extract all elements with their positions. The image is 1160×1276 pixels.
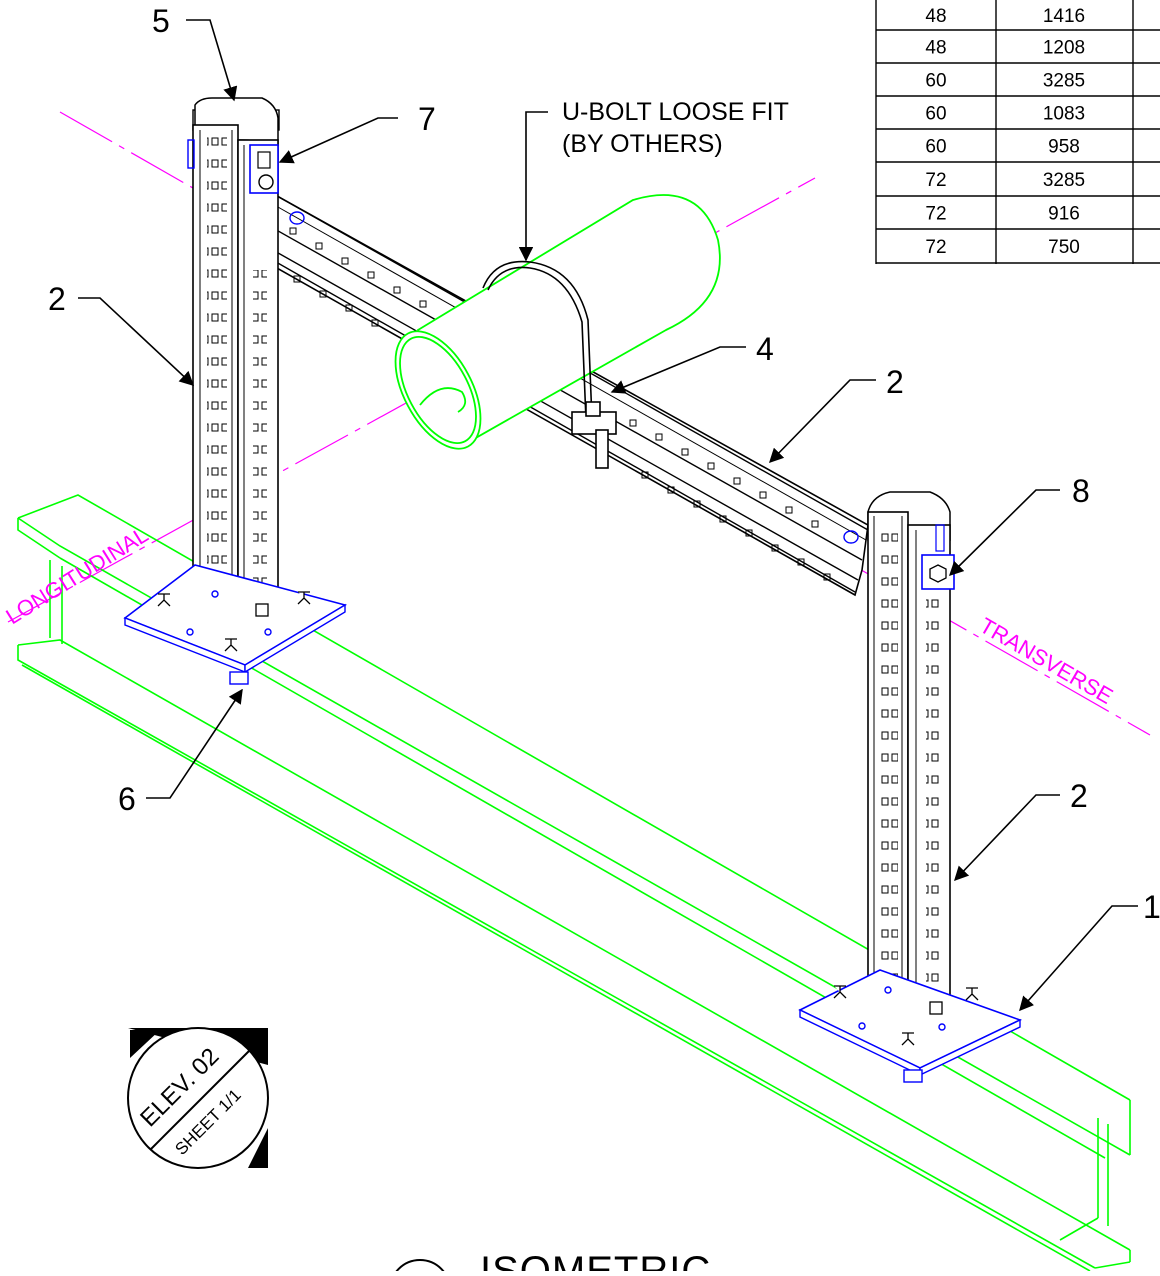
table-cell-value: 3285	[1043, 71, 1085, 92]
table-cell-size: 60	[925, 137, 946, 158]
i-beam	[17, 494, 1131, 1272]
title-marker-circle	[392, 1259, 448, 1276]
callout-2-strut: 2	[886, 364, 904, 400]
left-post	[187, 97, 280, 621]
table-cell-value: 958	[1048, 137, 1080, 158]
table-cell-size: 60	[925, 71, 946, 92]
table-cell-value: 916	[1048, 204, 1080, 225]
table-cell-size: 72	[925, 237, 946, 258]
elevation-stamp: ELEV. 02 SHEET 1/1	[127, 1027, 269, 1169]
leader-lines	[78, 19, 1138, 1012]
table-cell-size: 48	[925, 38, 946, 59]
table-cell-size: 48	[925, 6, 946, 27]
left-base-plate	[123, 564, 348, 685]
table-cell-value: 1083	[1043, 104, 1085, 125]
callout-2-right: 2	[1070, 778, 1088, 814]
u-bolt	[482, 260, 617, 469]
table-cell-size: 72	[925, 204, 946, 225]
table-cell-size: 72	[925, 170, 946, 191]
callout-6: 6	[118, 781, 136, 817]
dimension-table: 48 1416 48 1208 60 3285 60 1083 60 958 72 3285 72 916…	[875, 0, 1160, 264]
table-cell-size: 60	[925, 104, 946, 125]
ubolt-note-line1: U-BOLT LOOSE FIT	[562, 98, 789, 126]
callout-1: 1	[1143, 889, 1160, 925]
table-cell-value: 1416	[1043, 6, 1085, 27]
callout-2-left: 2	[48, 281, 66, 317]
table-cell-value: 3285	[1043, 170, 1085, 191]
right-post	[867, 491, 955, 1033]
longitudinal-label: LONGITUDINAL	[1, 522, 152, 629]
callout-4: 4	[756, 331, 774, 367]
table-cell-value: 750	[1048, 237, 1080, 258]
callout-5: 5	[152, 3, 170, 39]
ubolt-note-line2: (BY OTHERS)	[562, 130, 723, 158]
callout-7: 7	[418, 101, 436, 137]
right-base-plate	[798, 969, 1023, 1083]
transverse-label: TRANSVERSE	[976, 613, 1118, 709]
callout-8: 8	[1072, 473, 1090, 509]
view-title: ISOMETRIC	[480, 1249, 711, 1271]
pipe	[394, 194, 721, 450]
table-cell-value: 1208	[1043, 38, 1085, 59]
